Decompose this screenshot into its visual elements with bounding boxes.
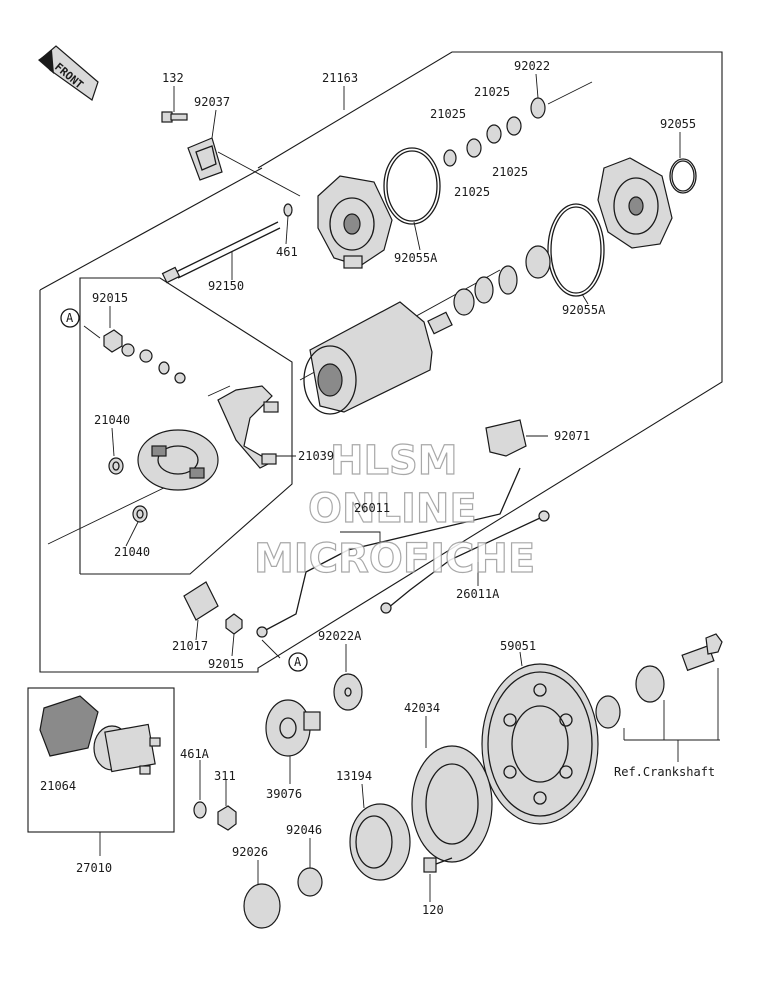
label-461: 461 [276,245,298,259]
clamp-92037 [187,137,223,181]
label-21064: 21064 [40,779,76,793]
label-92055: 92055 [660,117,696,131]
watermark-line3: MICROFICHE [254,536,535,582]
brush-holder [137,429,219,491]
label-132: 132 [162,71,184,85]
rear-cover [597,157,673,249]
label-92015-b: 92015 [208,657,244,671]
crankshaft-parts [595,633,723,729]
bolt-132 [161,111,188,123]
gear-59051 [481,663,599,825]
watermark-line1: HLSM [330,438,458,484]
label-92055A-a: 92055A [394,251,438,265]
nut-311 [217,805,237,831]
label-21040-b: 21040 [114,545,150,559]
label-461A: 461A [180,747,210,761]
guide-lines [47,81,593,545]
relay [93,723,161,775]
boot-21017 [183,581,219,621]
clutch-13194 [349,803,411,881]
label-42034: 42034 [404,701,440,715]
washer-92026 [243,883,281,929]
nut-92015-lower [225,613,243,635]
ref-a-label-1: A [66,311,74,325]
label-21040-a: 21040 [94,413,130,427]
ref-a-marker-2: A [288,652,308,672]
label-21163: 21163 [322,71,358,85]
ref-a-marker-1: A [60,308,80,328]
cap-92071 [485,419,527,457]
label-92022: 92022 [514,59,550,73]
cover-21064 [39,695,99,757]
washer-461 [283,203,293,217]
relay-frame [27,687,175,833]
label-27010: 27010 [76,861,112,875]
label-21025-c: 21025 [492,165,528,179]
cable-26011A [380,510,550,614]
label-ref-crankshaft: Ref.Crankshaft [614,765,715,779]
bolt-120 [423,857,453,873]
watermark-line2: ONLINE [308,486,477,532]
front-cover-21163 [317,175,393,269]
o-ring-92055 [669,158,697,194]
label-21025-b: 21025 [430,107,466,121]
label-59051: 59051 [500,639,536,653]
label-311: 311 [214,769,236,783]
clutch-42034 [411,745,493,863]
label-26011: 26011 [354,501,390,515]
front-badge: FRONT [38,45,99,101]
label-92071: 92071 [554,429,590,443]
label-13194: 13194 [336,769,372,783]
motor-yoke [303,301,453,415]
washer-461A [193,801,207,819]
o-ring-92055A-lower [547,203,605,297]
label-21025-d: 21025 [454,185,490,199]
label-26011A: 26011A [456,587,500,601]
bearing-92046 [297,867,323,897]
callout-labels: 132 92037 21163 92022 92055 21025 21025 … [40,59,715,917]
label-21039: 21039 [298,449,334,463]
spring-21040-upper [108,457,124,475]
brush-holder-frame [79,277,293,575]
watermark: HLSM ONLINE MICROFICHE [253,437,535,582]
nut-washers-92015 [103,329,186,384]
cable-26011 [256,467,521,638]
washers-lower [453,245,551,316]
washer-92022A [333,673,363,711]
spring-21040-lower [132,505,148,523]
brush-plate-21039 [217,385,279,469]
label-92015-a: 92015 [92,291,128,305]
label-92055A-b: 92055A [562,303,606,317]
label-92026: 92026 [232,845,268,859]
leader-lines [83,73,720,902]
label-92046: 92046 [286,823,322,837]
label-120: 120 [422,903,444,917]
label-92037: 92037 [194,95,230,109]
gear-39076 [265,699,321,757]
through-bolt-92150 [161,221,281,284]
ref-a-label-2: A [294,655,302,669]
label-21017: 21017 [172,639,208,653]
label-39076: 39076 [266,787,302,801]
label-21025-a: 21025 [474,85,510,99]
label-92022A: 92022A [318,629,362,643]
o-ring-92055A-upper [383,147,441,225]
label-92150: 92150 [208,279,244,293]
starter-assembly-frame [39,51,723,673]
